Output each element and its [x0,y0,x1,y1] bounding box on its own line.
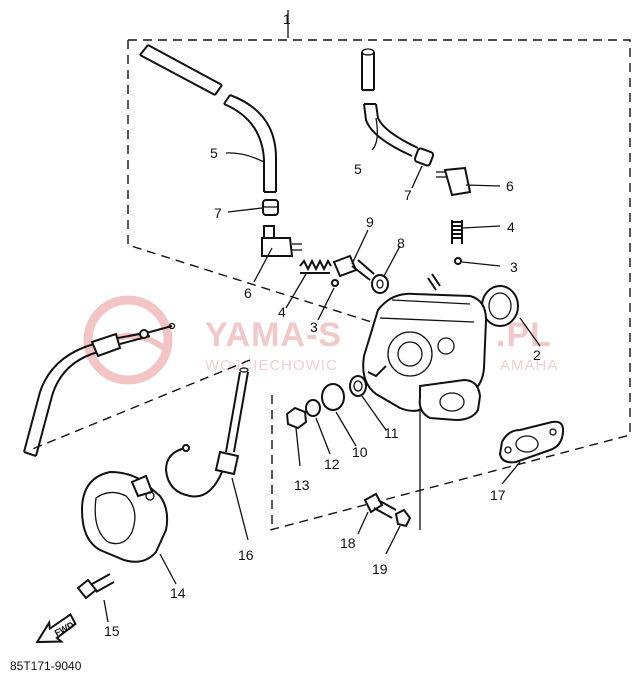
nut-13 [285,406,308,430]
check-ball-right [454,257,462,265]
callout-10: 10 [352,444,368,460]
screw-15 [76,573,115,600]
elbow-fitting-right [436,166,472,197]
washer-10 [321,383,345,411]
callout-11: 11 [384,425,399,441]
watermark-subline-tail: AMAHA [500,357,558,374]
washer-8 [371,274,389,294]
callout-15: 15 [104,623,120,639]
bolt-9 [332,254,375,281]
callout-16: 16 [238,547,254,563]
callout-7-right: 7 [404,187,412,203]
callout-3-right: 3 [510,259,518,275]
hose-right [361,48,419,157]
callout-6-left: 6 [244,285,252,301]
callout-5-left: 5 [210,145,218,161]
clamp-left [262,199,279,216]
callout-4-left: 4 [278,304,286,320]
pump-cable-16 [164,367,249,498]
callout-6-right: 6 [506,178,514,194]
throttle-cable [23,322,176,457]
clamp-right [413,147,435,167]
callout-9: 9 [366,214,374,230]
elbow-fitting-left [261,225,302,257]
callout-7-left: 7 [214,205,222,221]
screw-18 [363,492,397,519]
hose-left [139,44,277,193]
spring-left [299,258,332,274]
callout-12: 12 [324,456,340,472]
callout-5-right: 5 [354,161,362,177]
callout-17: 17 [490,487,506,503]
drawing-code: 85T171-9040 [10,659,82,673]
fwd-arrow-icon: FWD [35,612,77,644]
callout-13: 13 [294,477,310,493]
watermark-subline: WOJCIECHOWIC [205,357,338,374]
callout-3-left: 3 [310,319,318,335]
pump-cover-14 [80,470,169,563]
callout-8: 8 [397,235,405,251]
leader-lines [103,117,541,623]
callout-numbers: 2 3 3 4 4 5 5 6 6 7 7 8 9 10 11 12 13 14… [104,145,541,639]
assembly-ref-number: 1 [283,11,291,27]
watermark-brand: YAMA-S [205,316,342,354]
oil-pump-body [362,273,488,422]
washer-11 [349,375,367,397]
oil-seal-2 [481,285,519,327]
spring-right [451,220,463,244]
check-ball-left [331,279,339,287]
callout-18: 18 [340,535,356,551]
callout-2: 2 [533,347,541,363]
washer-12 [305,399,321,417]
washer-19 [394,508,412,528]
callout-19: 19 [372,561,388,577]
gasket-17 [498,420,565,464]
assembly-boundary: 1 [29,10,631,531]
callout-4-right: 4 [507,219,515,235]
callout-14: 14 [170,585,186,601]
